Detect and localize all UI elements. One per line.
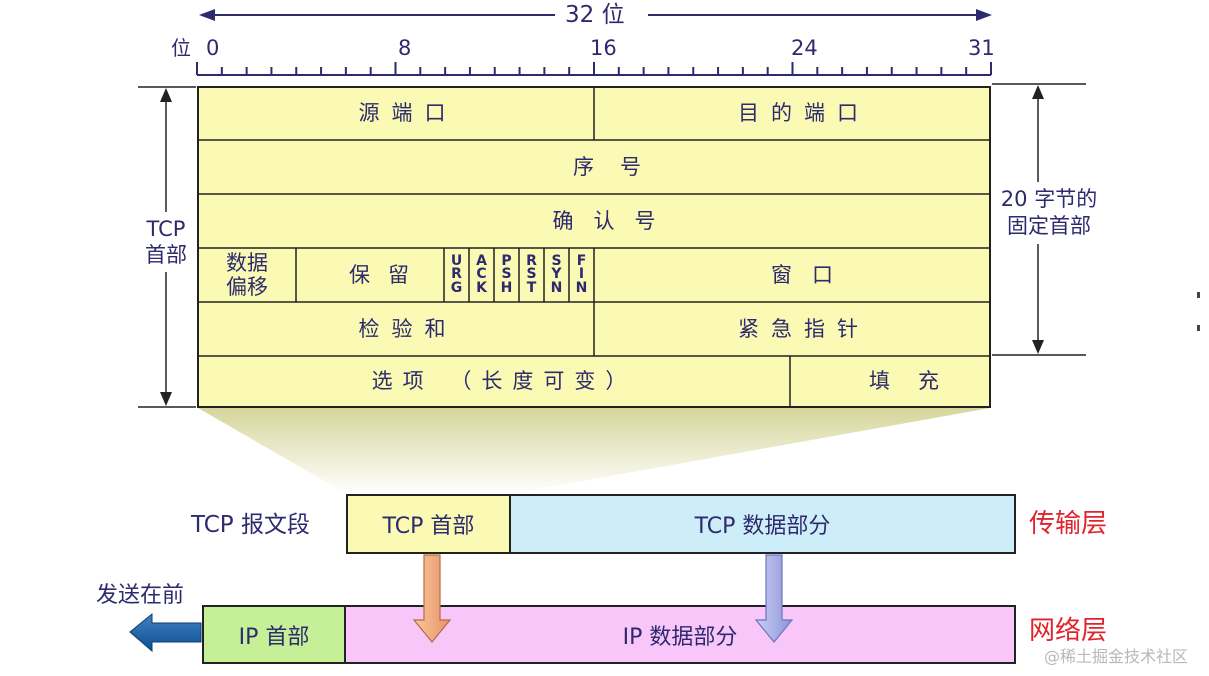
field-options: 选项 （长度可变） xyxy=(371,369,637,394)
ip-header-box-label: IP 首部 xyxy=(238,624,310,650)
tcp-segment-label: TCP 报文段 xyxy=(191,512,310,538)
tick-label-31: 31 xyxy=(968,36,995,60)
field-source-port: 源端口 xyxy=(358,101,458,126)
tcp-header-box-label: TCP 首部 xyxy=(382,514,475,539)
tick-label-0: 0 xyxy=(206,36,220,60)
tick-label-16: 16 xyxy=(590,36,617,60)
fixed-header-span-arrow xyxy=(992,83,1086,356)
down-arrow-data xyxy=(754,554,794,643)
field-ack-number: 确认号 xyxy=(552,208,676,233)
edge-mark-2 xyxy=(1197,325,1200,331)
field-reserved: 保留 xyxy=(349,262,427,287)
field-checksum: 检验和 xyxy=(358,316,458,341)
ip-data-box-label: IP 数据部分 xyxy=(622,624,738,650)
funnel-shade xyxy=(198,408,990,494)
send-first-arrow-icon xyxy=(129,612,202,653)
network-layer-label: 网络层 xyxy=(1029,616,1108,646)
bit-unit-label: 位 xyxy=(171,36,191,60)
tick-label-8: 8 xyxy=(398,36,412,60)
bit-ruler xyxy=(196,62,992,76)
tcp-header-label: TCP 首部 xyxy=(141,216,191,268)
ip-packet-bar xyxy=(202,605,1016,664)
bits-width-label: 32 位 xyxy=(565,2,625,28)
header-table xyxy=(197,86,991,408)
tcp-segment-bar xyxy=(346,494,1016,554)
transport-layer-label: 传输层 xyxy=(1029,509,1108,539)
field-urgent-pointer: 紧急指针 xyxy=(738,316,870,341)
field-destination-port: 目的端口 xyxy=(738,101,870,126)
edge-mark-1 xyxy=(1197,292,1200,298)
tcp-header-span-arrow xyxy=(138,86,196,408)
tick-label-24: 24 xyxy=(791,36,818,60)
width-arrow xyxy=(199,9,992,21)
field-sequence-number: 序号 xyxy=(573,154,667,179)
down-arrow-header xyxy=(412,554,452,643)
field-window: 窗口 xyxy=(771,262,853,287)
field-data-offset: 数据 偏移 xyxy=(226,251,268,299)
tcp-data-box-label: TCP 数据部分 xyxy=(694,514,831,539)
watermark: @稀土掘金技术社区 xyxy=(1044,647,1189,666)
fixed-header-label: 20 字节的 固定首部 xyxy=(994,186,1104,240)
send-first-label: 发送在前 xyxy=(96,583,185,608)
field-padding: 填充 xyxy=(869,369,967,394)
